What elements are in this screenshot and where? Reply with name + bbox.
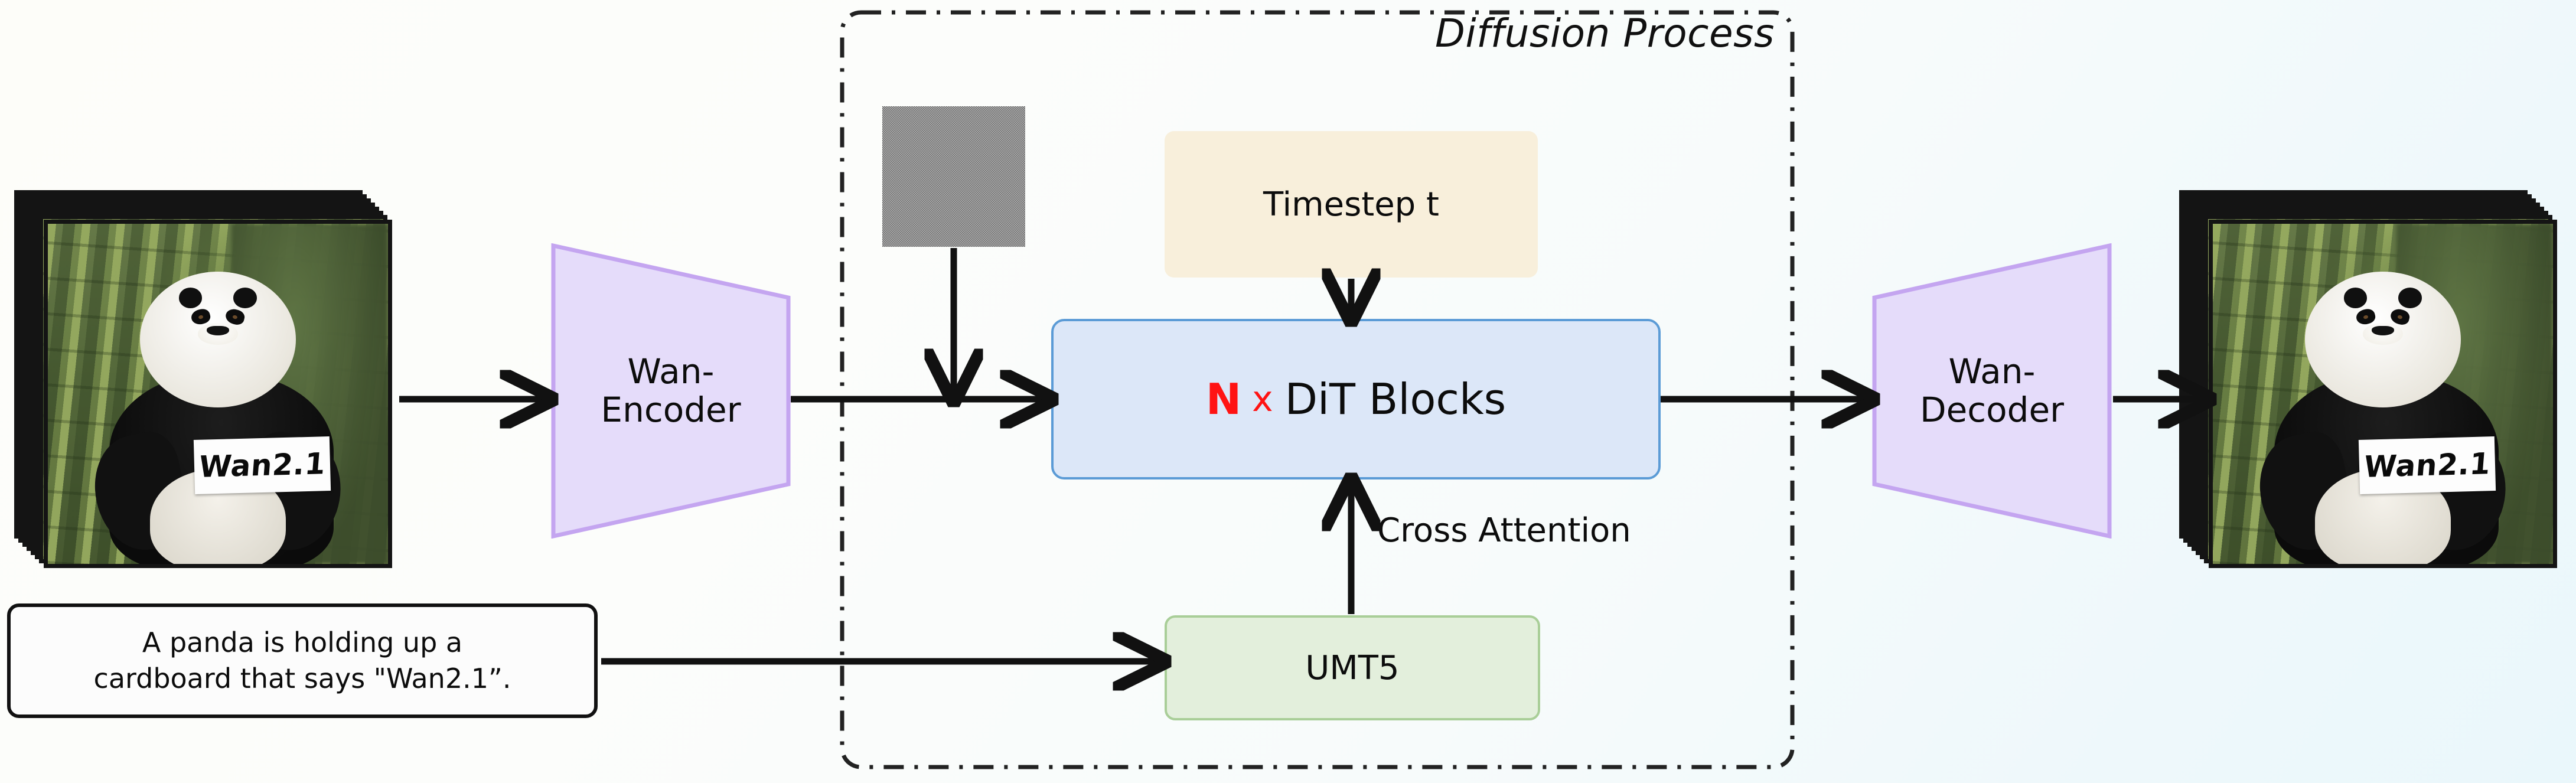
video-frame-front: Wan2.1: [44, 220, 392, 568]
umt5-text-encoder-block[interactable]: UMT5: [1165, 615, 1540, 720]
diffusion-region-outline: [840, 10, 1795, 769]
wan-decoder-block[interactable]: Wan- Decoder: [1872, 243, 2112, 539]
text-prompt-box[interactable]: A panda is holding up a cardboard that s…: [7, 603, 598, 718]
wan-encoder-label: Wan- Encoder: [601, 351, 741, 430]
dit-blocks-label: DiT Blocks: [1284, 374, 1507, 424]
dit-repeat-count: N: [1205, 374, 1242, 424]
timestep-block[interactable]: Timestep t: [1165, 131, 1538, 278]
input-video-frames: Wan2.1: [14, 190, 392, 568]
text-prompt-content: A panda is holding up a cardboard that s…: [93, 627, 511, 694]
wan-encoder-block[interactable]: Wan- Encoder: [551, 243, 791, 539]
dit-blocks-block[interactable]: N x DiT Blocks: [1051, 319, 1661, 479]
encoder-trapezoid-shape: [551, 243, 791, 539]
timestep-label: Timestep t: [1263, 185, 1439, 224]
umt5-label: UMT5: [1305, 648, 1400, 687]
cross-attention-label: Cross Attention: [1377, 511, 1631, 550]
noise-latent-patch: [882, 106, 1025, 247]
video-frame-front: Wan2.1: [2209, 220, 2557, 568]
output-video-frames: Wan2.1: [2179, 190, 2557, 568]
diffusion-process-label: Diffusion Process: [1435, 11, 1775, 56]
diffusion-process-region: [840, 10, 1795, 769]
wan-decoder-label: Wan- Decoder: [1919, 351, 2065, 430]
dit-multiply-icon: x: [1252, 379, 1273, 420]
